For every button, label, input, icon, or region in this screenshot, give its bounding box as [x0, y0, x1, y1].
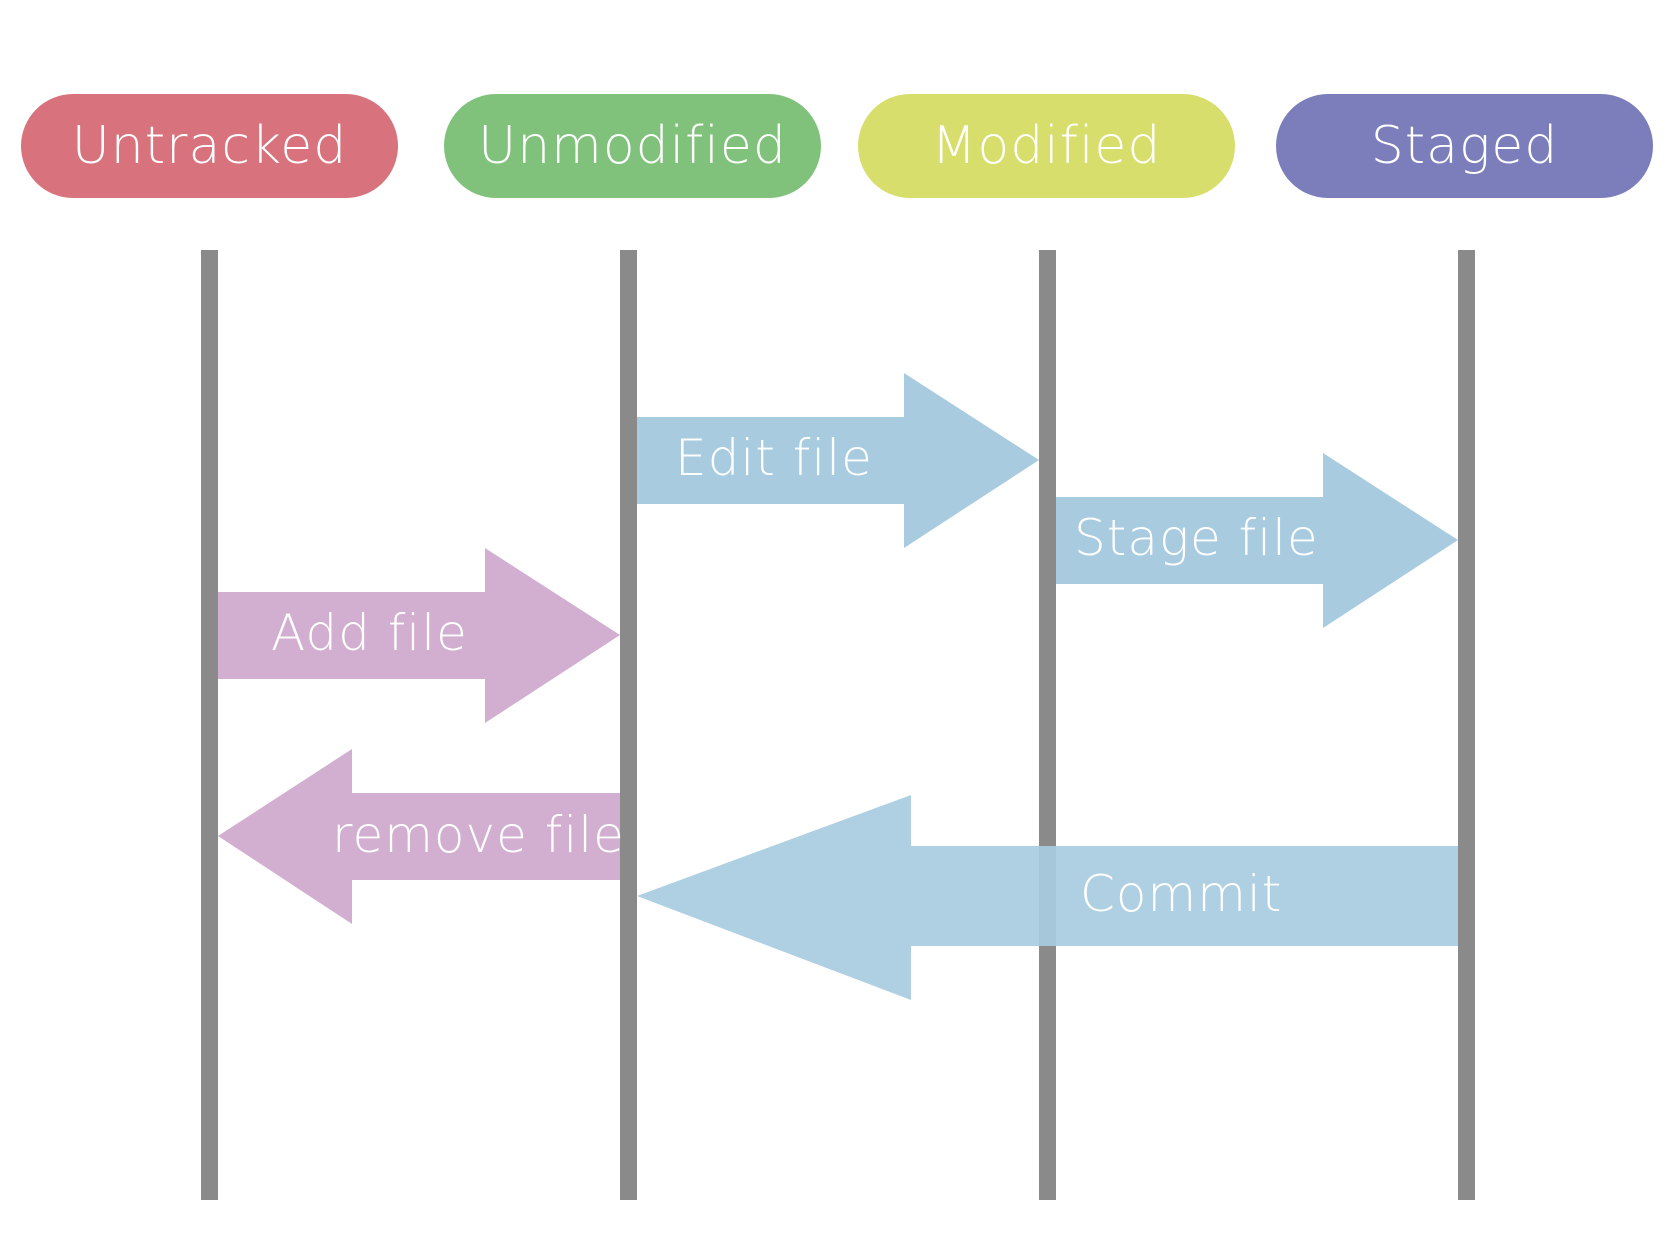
state-unmodified-pill [444, 94, 821, 198]
state-modified: Modified [858, 94, 1235, 198]
lifeline-modified [1039, 250, 1056, 1200]
add-file-arrow [218, 548, 620, 723]
state-unmodified: Unmodified [444, 94, 821, 198]
transitions: Edit file Stage file Add file remove fil… [218, 373, 1458, 1000]
transition-commit: Commit [637, 795, 1458, 1000]
state-headers: Untracked Unmodified Modified Staged [21, 94, 1653, 198]
stage-file-label: Stage file [1074, 509, 1319, 567]
commit-label: Commit [1080, 865, 1282, 923]
remove-file-arrow [218, 749, 620, 924]
state-staged-label: Staged [1371, 116, 1558, 176]
edit-file-arrow [637, 373, 1039, 548]
state-staged-pill [1276, 94, 1653, 198]
state-staged: Staged [1276, 94, 1653, 198]
transition-add-file: Add file [218, 548, 620, 723]
transition-stage-file: Stage file [1056, 453, 1458, 628]
state-untracked: Untracked [21, 94, 398, 198]
transition-remove-file: remove file [218, 749, 625, 924]
lifeline-untracked [201, 250, 218, 1200]
state-untracked-label: Untracked [72, 116, 348, 176]
stage-file-arrow [1056, 453, 1458, 628]
state-modified-label: Modified [932, 116, 1162, 176]
edit-file-label: Edit file [675, 429, 873, 487]
lifeline-staged [1458, 250, 1475, 1200]
state-untracked-pill [21, 94, 398, 198]
add-file-label: Add file [271, 604, 468, 662]
state-unmodified-label: Unmodified [478, 116, 787, 176]
lifelines [201, 250, 1475, 1200]
transition-edit-file: Edit file [637, 373, 1039, 548]
lifeline-unmodified [620, 250, 637, 1200]
remove-file-label: remove file [332, 806, 625, 864]
state-modified-pill [858, 94, 1235, 198]
commit-arrow [637, 795, 1458, 1000]
